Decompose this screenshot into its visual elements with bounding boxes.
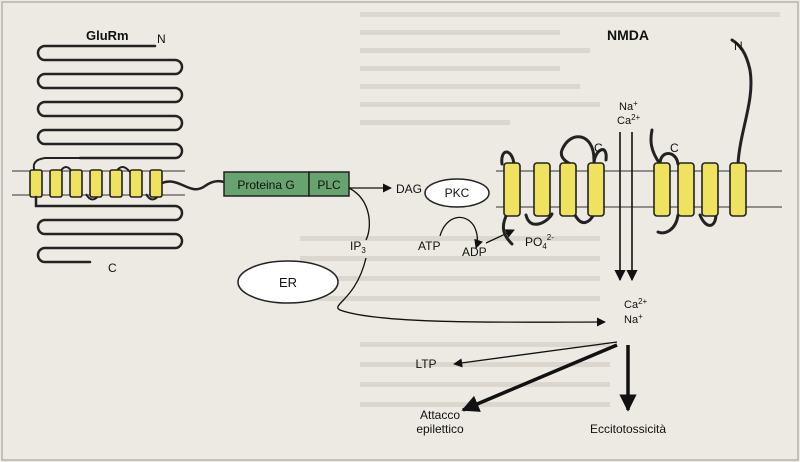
nmda-right-subunit-chain <box>649 38 753 235</box>
ltp-arrow <box>453 341 618 368</box>
pkc-label: PKC <box>445 186 470 200</box>
glurm-label: GluRm <box>86 28 129 43</box>
g-protein-label: Proteina G <box>237 178 294 192</box>
seizure-arrow <box>461 343 618 412</box>
plc-box <box>308 171 350 197</box>
pkc-ellipse <box>424 178 490 208</box>
nmda-label: NMDA <box>607 27 649 43</box>
phosphorylation-arrow <box>485 229 515 244</box>
dag-label: DAG <box>396 182 422 196</box>
outcomes: LTP Attacco epilettico Eccitotossicità <box>415 341 666 436</box>
g-protein-plc-complex: Proteina G PLC <box>223 171 350 197</box>
glurm-transmembrane-helices <box>29 169 163 198</box>
er-ellipse <box>237 260 339 304</box>
glurm-c-terminal-loops <box>34 195 184 264</box>
background-page-text <box>300 12 780 407</box>
ion-flow: Na+ Ca2+ Ca2+ Na+ <box>614 99 648 326</box>
glurm-helix-loops <box>32 157 161 201</box>
excitotoxicity-label: Eccitotossicità <box>590 422 666 436</box>
nmda-left-subunit-chain <box>500 135 596 246</box>
glurm-c-label: C <box>108 261 117 275</box>
atp-adp-arrow <box>439 216 483 249</box>
adp-label: ADP <box>462 245 487 259</box>
glurm-n-label: N <box>157 32 166 46</box>
er-label: ER <box>279 275 297 290</box>
plc-to-ip3-curve <box>348 187 371 241</box>
extracellular-na-label: Na+ <box>619 99 638 113</box>
glurm-receptor: GluRm N C <box>12 28 225 275</box>
seizure-label-line1: Attacco <box>420 408 460 422</box>
nmda-n-label: N <box>734 39 743 53</box>
er-calcium-release-arrow <box>337 257 606 327</box>
plc-label: PLC <box>317 178 341 192</box>
glurm-n-terminal-loops <box>36 44 184 160</box>
nmda-transmembrane-helices <box>503 162 747 217</box>
po4-label: PO42- <box>525 233 554 251</box>
atp-label: ATP <box>418 239 440 253</box>
glurm-gprotein-linker <box>161 179 225 191</box>
nmda-c-label-right: C <box>670 141 679 155</box>
signalling-pathway: DAG IP3 PKC ATP ADP PO42- ER <box>237 178 606 327</box>
ip3-label: IP3 <box>350 239 366 255</box>
intracellular-ca-label: Ca2+ <box>624 297 648 311</box>
nmda-receptor: NMDA N C C <box>496 27 782 246</box>
ltp-label: LTP <box>415 357 436 371</box>
nmda-left-c-tail <box>592 148 608 166</box>
intracellular-na-label: Na+ <box>624 312 643 326</box>
seizure-label-line2: epilettico <box>416 422 464 436</box>
nmda-c-label-left: C <box>594 141 603 155</box>
extracellular-ca-label: Ca2+ <box>617 113 641 127</box>
